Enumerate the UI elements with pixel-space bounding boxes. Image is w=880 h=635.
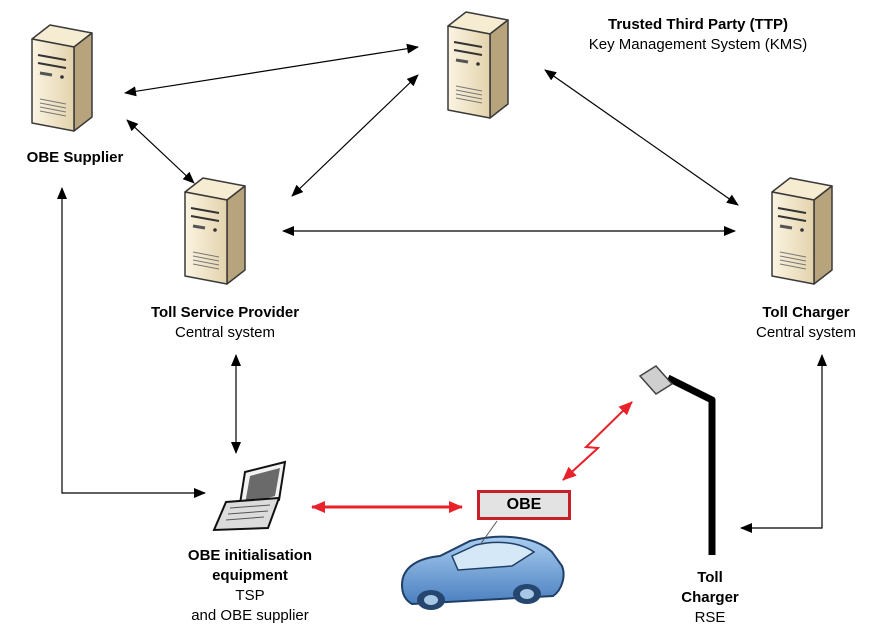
tsp-server-icon [183, 176, 247, 286]
obe-label: OBE [506, 496, 542, 513]
car-icon [400, 520, 565, 610]
toll-charger-label: Toll Charger Central system [732, 303, 880, 343]
rse-pole [666, 374, 716, 555]
obe-init-sub-line2: and OBE supplier [191, 607, 309, 624]
ttp-label: Trusted Third Party (TTP) Key Management… [548, 15, 848, 55]
obe-init-title-line1: OBE initialisation [187, 547, 313, 564]
toll-charger-server-icon [770, 176, 834, 286]
ttp-server-icon [446, 10, 510, 120]
laptop-icon [212, 460, 287, 532]
rse-antenna-icon [638, 365, 674, 395]
rse-label: Toll Charger RSE [655, 568, 765, 628]
arrow-tollcharger-rse [740, 354, 827, 533]
tsp-label: Toll Service Provider Central system [110, 303, 340, 343]
obe-init-sub-line1: TSP [235, 587, 265, 604]
rse-title-line1: Toll [697, 569, 723, 586]
obe-init-label: OBE initialisation equipment TSP and OBE… [150, 546, 350, 626]
obe-box: OBE [477, 490, 571, 520]
obe-supplier-label: OBE Supplier [0, 148, 150, 168]
arrow-supplier-obe-init [57, 187, 206, 498]
arrow-supplier-tsp [126, 119, 195, 184]
wireless-link-icon [562, 401, 633, 481]
rse-sub: RSE [694, 609, 726, 626]
tsp-subtitle: Central system [174, 324, 276, 341]
toll-charger-title: Toll Charger [762, 304, 850, 321]
tsp-title: Toll Service Provider [150, 304, 300, 321]
rse-title-line2: Charger [681, 589, 739, 606]
arrow-tsp-ttp [291, 74, 419, 197]
obe-supplier-title: OBE Supplier [26, 149, 124, 166]
obe-supplier-server-icon [30, 23, 94, 133]
obe-init-title-line2: equipment [212, 567, 288, 584]
ttp-title: Trusted Third Party (TTP) [607, 16, 788, 33]
ttp-subtitle: Key Management System (KMS) [588, 36, 808, 53]
arrow-supplier-ttp [124, 43, 419, 97]
toll-charger-subtitle: Central system [755, 324, 857, 341]
arrow-ttp-tollcharger [544, 69, 739, 206]
